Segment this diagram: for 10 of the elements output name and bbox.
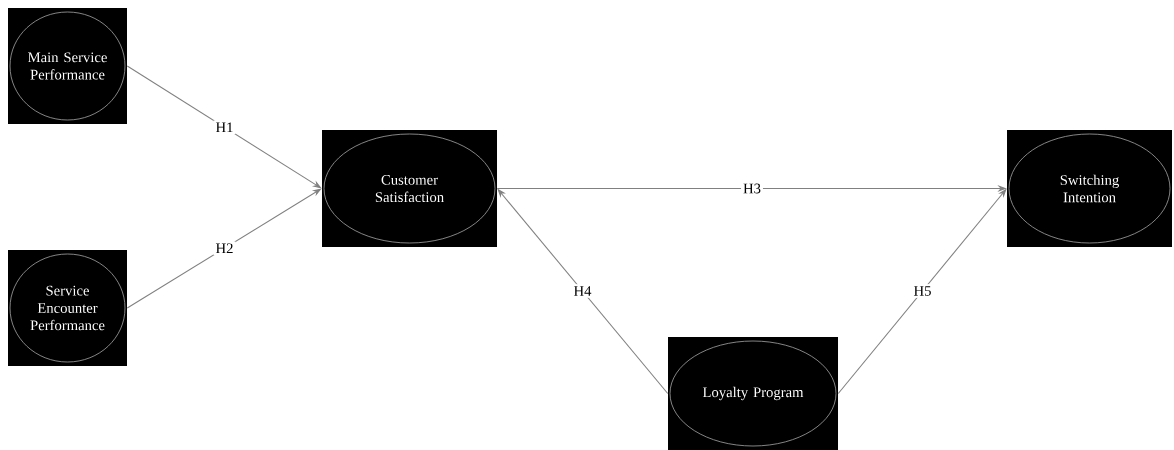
edge-label: H2 [213,241,236,256]
ellipse-node: Customer Satisfaction [322,130,497,247]
ellipse-node: Loyalty Program [668,337,838,450]
edge-label: H3 [741,181,763,196]
edge-label: H4 [571,284,594,298]
edge-label: H5 [911,284,934,298]
ellipse-node: Service Encounter Performance [8,250,127,366]
ellipse-node: Main Service Performance [8,8,127,124]
edge-label: H1 [213,120,236,135]
ellipse-node: Switching Intention [1007,130,1172,247]
